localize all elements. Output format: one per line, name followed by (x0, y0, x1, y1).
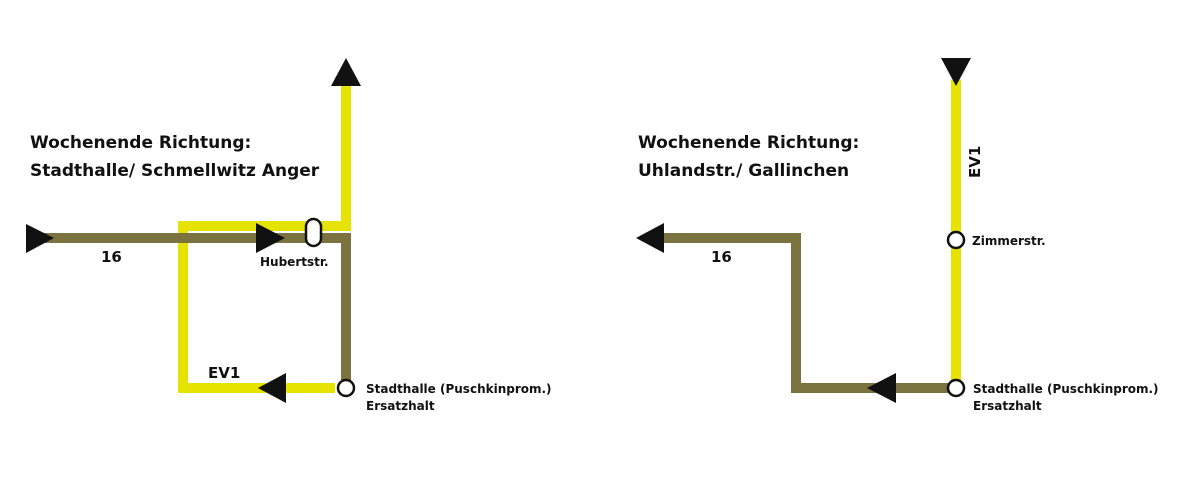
left-arrow-start-icon (26, 224, 54, 253)
left-ev1-label: EV1 (208, 364, 240, 382)
right-line16-route (660, 233, 948, 393)
right-diagram: Wochenende Richtung: Uhlandstr./ Gallinc… (636, 58, 1159, 413)
right-title-line2: Uhlandstr./ Gallinchen (638, 161, 849, 181)
right-ev1-label: EV1 (966, 146, 984, 178)
right-arrow-mid-icon (867, 373, 896, 403)
right-title-line1: Wochenende Richtung: (638, 133, 859, 153)
right-stop-stadthalle-label: Stadthalle (Puschkinprom.) (973, 382, 1159, 396)
left-arrow-ev1-icon (258, 373, 286, 403)
right-stop-zimmerstr-label: Zimmerstr. (972, 234, 1046, 248)
right-line16-label: 16 (711, 248, 732, 266)
right-arrow-left-icon (636, 223, 664, 253)
left-diagram: Wochenende Richtung: Stadthalle/ Schmell… (26, 58, 552, 413)
left-stop-hubertstr-icon (304, 217, 323, 248)
left-stop-hubertstr-label: Hubertstr. (260, 255, 329, 269)
left-stop-stadthalle-label: Stadthalle (Puschkinprom.) (366, 382, 552, 396)
left-line16-route (40, 233, 351, 388)
left-stop-stadthalle-icon (336, 378, 356, 398)
left-arrow-up-icon (331, 58, 361, 86)
left-arrow-mid-icon (256, 223, 285, 253)
right-arrow-down-icon (941, 58, 971, 86)
left-title-line2: Stadthalle/ Schmellwitz Anger (30, 161, 320, 181)
left-title-line1: Wochenende Richtung: (30, 133, 251, 153)
right-stop-ersatzhalt-label: Ersatzhalt (973, 399, 1042, 413)
left-ev1-route (178, 84, 351, 393)
right-stop-zimmerstr-icon (946, 230, 966, 250)
left-line16-label: 16 (101, 248, 122, 266)
left-stop-ersatzhalt-label: Ersatzhalt (366, 399, 435, 413)
right-stop-stadthalle-icon (946, 378, 966, 398)
